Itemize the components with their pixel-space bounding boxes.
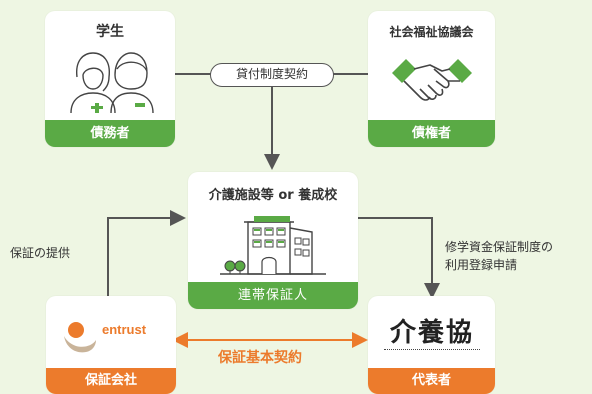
student-role: 債務者 xyxy=(45,120,175,147)
facility-card: 介護施設等 or 養成校 連帯保証人 xyxy=(188,172,358,309)
welfare-card: 社会福祉協議会 債権者 xyxy=(368,11,495,147)
provide-arrow xyxy=(107,210,186,298)
guarantor-role: 保証会社 xyxy=(46,368,176,394)
student-title: 学生 xyxy=(96,24,124,40)
building-icon xyxy=(220,216,326,275)
welfare-role: 債権者 xyxy=(368,120,495,147)
register-arrow xyxy=(358,217,440,299)
register-label-line1: 修学資金保証制度の xyxy=(445,240,554,254)
facility-role: 連帯保証人 xyxy=(188,282,358,309)
student-card: 学生 債務者 xyxy=(45,11,175,147)
rep-role: 代表者 xyxy=(368,368,495,394)
register-label: 修学資金保証制度の 利用登録申請 xyxy=(445,238,553,274)
guarantor-logo-text: entrust xyxy=(102,322,147,337)
students-illustration xyxy=(70,52,154,114)
register-label-line2: 利用登録申請 xyxy=(445,258,518,272)
rep-logo-text: 介養協 xyxy=(389,318,474,348)
contract-label: 貸付制度契約 xyxy=(210,63,334,87)
entrust-logo-icon xyxy=(64,322,96,353)
representative-card: 介養協 代表者 xyxy=(368,296,495,394)
guarantor-card: entrust 保証会社 xyxy=(46,296,176,394)
rep-logo-subline xyxy=(384,349,480,352)
basic-contract-label: 保証基本契約 xyxy=(218,350,302,366)
provide-label: 保証の提供 xyxy=(10,246,71,260)
facility-title: 介護施設等 or 養成校 xyxy=(208,188,338,203)
welfare-title: 社会福祉協議会 xyxy=(389,25,474,39)
handshake-icon xyxy=(392,59,472,101)
